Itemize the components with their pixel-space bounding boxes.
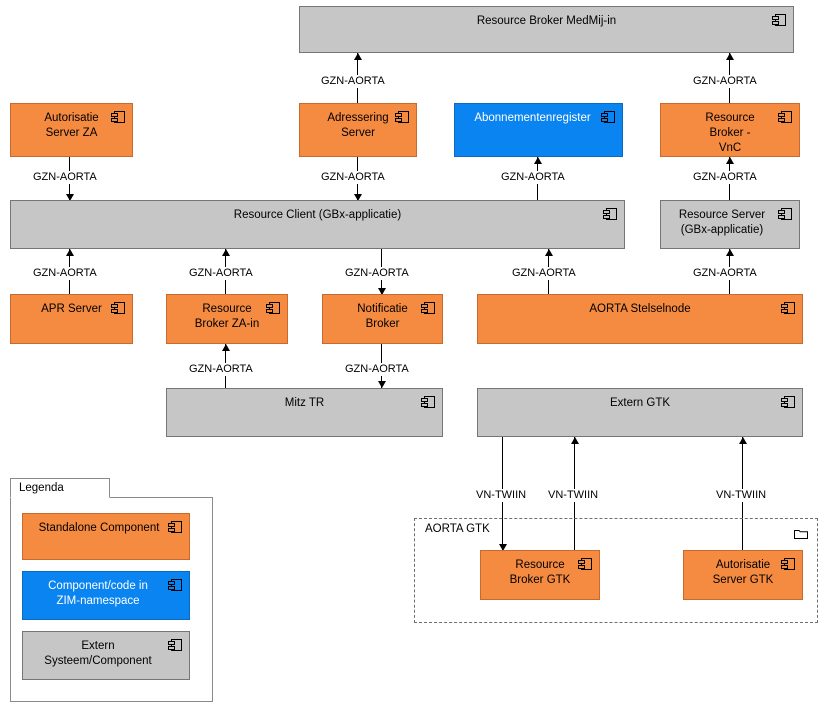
connector-label: GZN-AORTA xyxy=(187,267,255,280)
uml-component-icon xyxy=(603,207,618,221)
connector-label: GZN-AORTA xyxy=(187,363,255,376)
arrowhead-up-icon xyxy=(66,249,74,256)
connector-label: GZN-AORTA xyxy=(691,75,759,88)
component-label: Extern GTK xyxy=(609,397,671,409)
uml-component-icon xyxy=(772,13,787,27)
component-label: AORTA Stelselnode xyxy=(589,303,691,315)
legend-title: Legenda xyxy=(19,482,64,494)
component-resource-client[interactable]: Resource Client (GBx-applicatie) xyxy=(10,200,625,249)
connector-label: GZN-AORTA xyxy=(343,363,411,376)
component-resource-server[interactable]: Resource Server (GBx-applicatie) xyxy=(660,200,800,249)
connector-label: GZN-AORTA xyxy=(319,171,387,184)
connector-label: GZN-AORTA xyxy=(691,267,759,280)
arrowhead-up-icon xyxy=(726,157,734,164)
uml-component-icon xyxy=(111,301,126,315)
component-label: Adressering Server xyxy=(327,112,389,139)
uml-component-icon xyxy=(168,520,183,534)
component-label: Resource Broker GTK xyxy=(509,559,571,586)
connector-label: VN-TWIIN xyxy=(546,489,601,502)
arrowhead-down-icon xyxy=(499,544,507,551)
uml-component-icon xyxy=(111,110,126,124)
connector-label: VN-TWIIN xyxy=(714,489,769,502)
component-rb-za-in[interactable]: Resource Broker ZA-in xyxy=(166,294,288,344)
legend-item-label: Component/code in ZIM-namespace xyxy=(48,580,148,607)
connector-label: GZN-AORTA xyxy=(343,267,411,280)
connector-label: VN-TWIIN xyxy=(474,489,529,502)
component-adressering-server[interactable]: Adressering Server xyxy=(299,103,417,157)
component-rb-vnc[interactable]: Resource Broker - VnC xyxy=(660,103,800,157)
component-rb-gtk[interactable]: Resource Broker GTK xyxy=(480,550,600,600)
connector-label: GZN-AORTA xyxy=(31,171,99,184)
arrowhead-up-icon xyxy=(545,249,553,256)
component-extern-gtk[interactable]: Extern GTK xyxy=(477,388,803,437)
uml-component-icon xyxy=(778,207,793,221)
component-label: Resource Broker ZA-in xyxy=(194,303,260,330)
arrowhead-up-icon xyxy=(222,249,230,256)
arrowhead-up-icon xyxy=(354,53,362,60)
component-label: Notificatie Broker xyxy=(357,303,408,330)
component-label: Autorisatie Server ZA xyxy=(44,112,99,139)
component-label: Resource Broker MedMij-in xyxy=(476,15,617,27)
legend-item-extern: Extern Systeem/Component xyxy=(22,631,190,680)
uml-component-icon xyxy=(395,110,410,124)
component-as-gtk[interactable]: Autorisatie Server GTK xyxy=(683,550,803,600)
uml-component-icon xyxy=(781,557,796,571)
arrowhead-up-icon xyxy=(726,249,734,256)
component-label: APR Server xyxy=(41,303,102,315)
uml-component-icon xyxy=(578,557,593,571)
uml-component-icon xyxy=(421,395,436,409)
component-notificatie-broker[interactable]: Notificatie Broker xyxy=(322,294,443,344)
component-label: Resource Broker - VnC xyxy=(705,112,755,154)
uml-component-icon xyxy=(781,301,796,315)
uml-component-icon xyxy=(266,301,281,315)
arrowhead-down-icon xyxy=(354,194,362,201)
connector-label: GZN-AORTA xyxy=(691,171,759,184)
legend-title-tab: Legenda xyxy=(10,478,110,498)
component-label: Abonnementenregister xyxy=(474,112,591,124)
package-aorta-gtk[interactable]: AORTA GTK xyxy=(414,518,818,623)
component-label: Autorisatie Server GTK xyxy=(712,559,774,586)
component-aorta-stelselnode[interactable]: AORTA Stelselnode xyxy=(477,294,803,344)
component-autorisatie-server-za[interactable]: Autorisatie Server ZA xyxy=(10,103,133,157)
connector-label: GZN-AORTA xyxy=(510,267,578,280)
component-label: Resource Server (GBx-applicatie) xyxy=(678,209,766,236)
uml-component-icon xyxy=(168,578,183,592)
component-label: Mitz TR xyxy=(284,397,325,409)
uml-component-icon xyxy=(781,395,796,409)
connector-label: GZN-AORTA xyxy=(319,75,387,88)
arrowhead-up-icon xyxy=(726,53,734,60)
component-label: Resource Client (GBx-applicatie) xyxy=(233,209,402,221)
legend-item-label: Extern Systeem/Component xyxy=(44,640,152,667)
uml-component-icon xyxy=(168,638,183,652)
connector-label: GZN-AORTA xyxy=(499,171,567,184)
package-folder-icon xyxy=(794,526,808,539)
connector-label: GZN-AORTA xyxy=(31,267,99,280)
arrowhead-up-icon xyxy=(222,344,230,351)
legend-item-label: Standalone Component xyxy=(38,522,160,534)
arrowhead-down-icon xyxy=(378,381,386,388)
component-abonnementenregister[interactable]: Abonnementenregister xyxy=(454,103,623,157)
uml-component-icon xyxy=(601,110,616,124)
uml-component-icon xyxy=(778,110,793,124)
legend-item-standalone: Standalone Component xyxy=(22,513,190,560)
arrowhead-up-icon xyxy=(534,157,542,164)
legend-item-zim: Component/code in ZIM-namespace xyxy=(22,571,190,620)
uml-component-icon xyxy=(421,301,436,315)
arrowhead-up-icon xyxy=(739,437,747,444)
component-apr-server[interactable]: APR Server xyxy=(10,294,133,344)
arrowhead-down-icon xyxy=(378,288,386,295)
arrowhead-up-icon xyxy=(571,437,579,444)
legend-panel: Standalone Component Component/code in Z… xyxy=(10,497,213,702)
package-label: AORTA GTK xyxy=(423,523,492,535)
component-mitz-tr[interactable]: Mitz TR xyxy=(166,388,443,437)
arrowhead-down-icon xyxy=(66,194,74,201)
component-rb-medmij-in[interactable]: Resource Broker MedMij-in xyxy=(299,6,794,53)
